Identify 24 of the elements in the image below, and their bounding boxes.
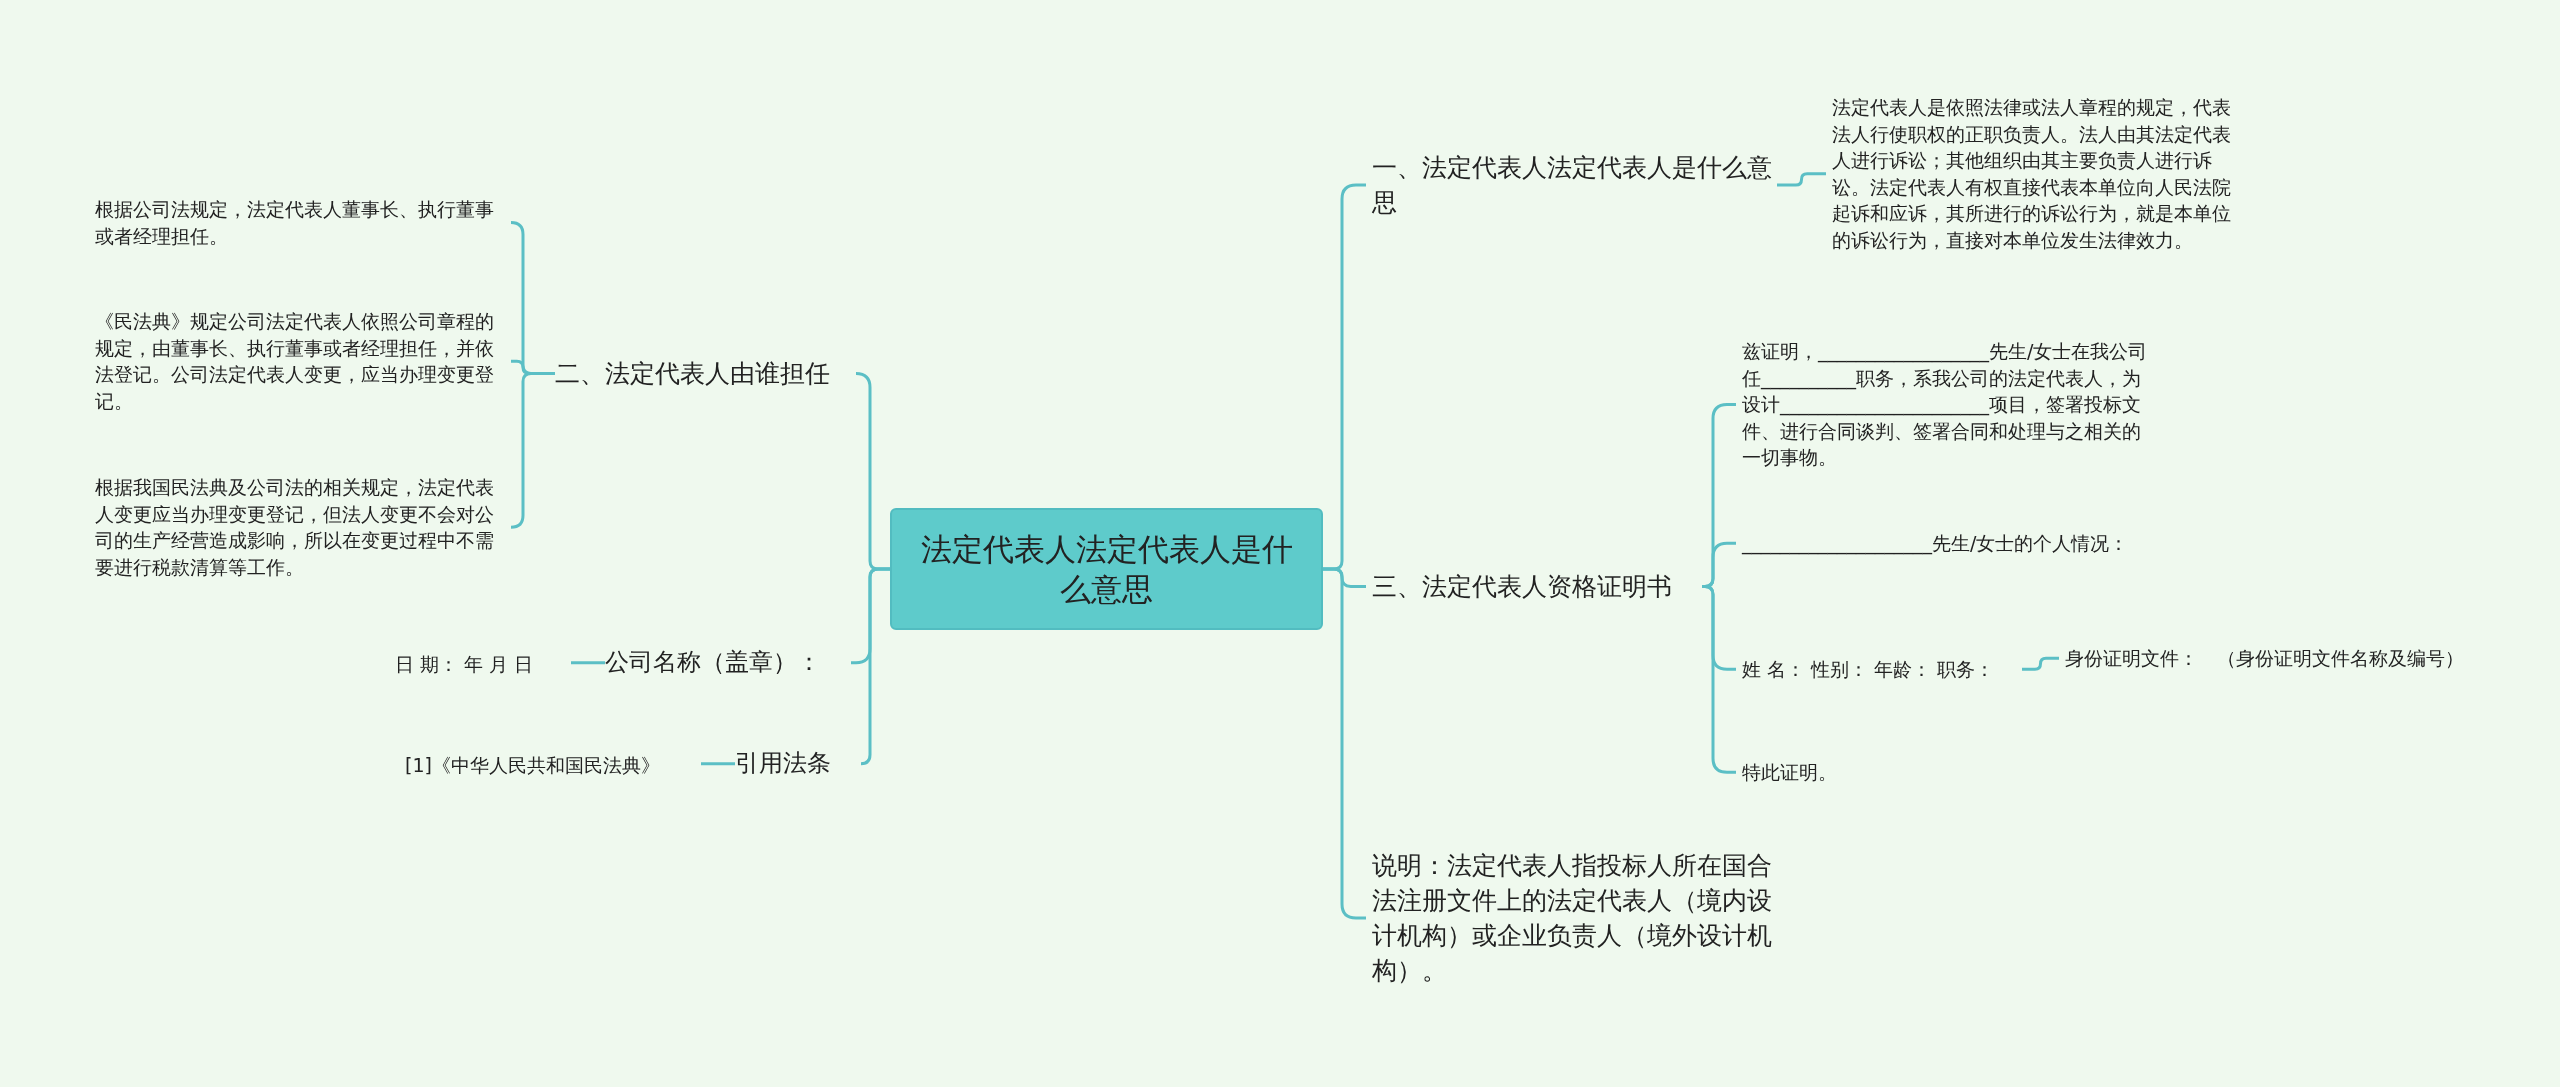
note-text: 根据我国民法典及公司法的相关规定，法定代表人变更应当办理变更登记，但法人变更不会对公司的生产经营造成影响，所以在变更过程中不需要进行税款清算等工作。 [95,474,505,581]
branch-topic: 引用法条 [735,747,855,781]
note-text: 姓 名： 性别： 年龄： 职务： [1742,656,2022,683]
branch-topic: 三、法定代表人资格证明书 [1372,569,1702,604]
branch-topic: 公司名称（盖章）： [605,646,845,680]
branch-topic: 一、法定代表人法定代表人是什么意思 [1372,150,1777,220]
connector-line [2022,656,2059,671]
note-text: [1]《中华人民共和国民法典》 [405,752,695,779]
note-text: ____________________先生/女士的个人情况： [1742,530,2157,557]
note-text: 《民法典》规定公司法定代表人依照公司章程的规定，由董事长、执行董事或者经理担任，并依法登记。公司法定代表人变更，应当办理变更登记。 [95,308,505,415]
connector-line [1777,172,1826,187]
connector-line [701,762,735,766]
connector-line [859,567,890,766]
note-text: 法定代表人是依照法律或法人章程的规定，代表法人行使职权的正职负责人。法人由其法定代表人进行诉讼；其他组织由其主要负责人进行诉讼。法定代表人有权直接代表本单位向人民法院起诉和应诉，其所进行的诉讼行为，就是本单位的诉讼行为，直接对本单位发生法律效力。 [1832,94,2247,254]
note-text: 根据公司法规定，法定代表人董事长、执行董事或者经理担任。 [95,196,505,250]
branch-topic: 二、法定代表人由谁担任 [555,356,850,391]
note-text: 身份证明文件： （身份证明文件名称及编号） [2065,645,2475,672]
connector-line [509,372,555,529]
branch-topic: 说明：法定代表人指投标人所在国合法注册文件上的法定代表人（境内设计机构）或企业负责人（境外设计机构）。 [1372,848,1777,988]
note-text: 日 期： 年 月 日 [395,651,565,678]
connector-line [571,661,605,665]
note-text: 兹证明，__________________先生/女士在我公司任__________职务，系我公司的法定代表人，为设计______________________项目，签署投标文件、进行合同谈判、签署合同和处理与之相关的一切事物。 [1742,338,2157,471]
central-topic-box: 法定代表人法定代表人是什么意思 [890,508,1323,630]
note-text: 特此证明。 [1742,759,1942,786]
